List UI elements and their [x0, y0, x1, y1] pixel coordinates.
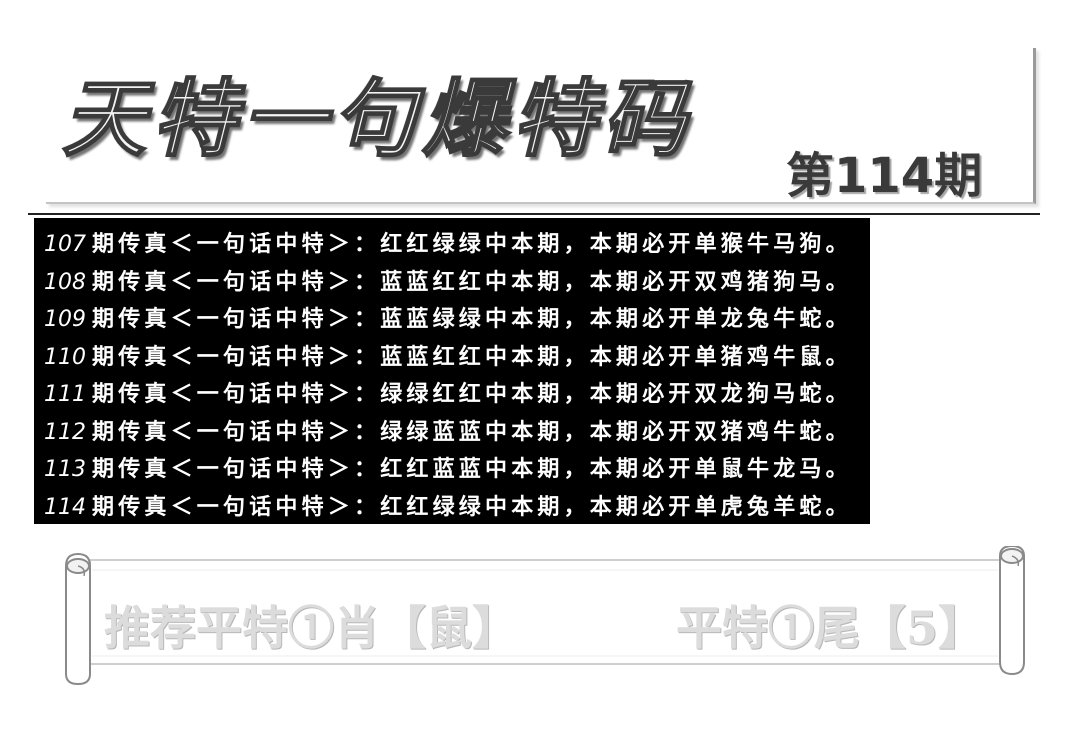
record-text: 期传真＜一句话中特＞：红红蓝蓝中本期，本期必开单鼠牛龙马。	[92, 457, 852, 482]
recommend-zodiac: 推荐平特①肖【鼠】	[104, 601, 518, 655]
issue-number: 第114期	[786, 148, 983, 204]
record-period: 112	[44, 419, 86, 445]
record-period: 107	[44, 232, 86, 257]
record-period: 114	[44, 494, 86, 520]
record-text: 期传真＜一句话中特＞：红红绿绿中本期，本期必开单虎兔羊蛇。	[92, 494, 852, 520]
record-text: 期传真＜一句话中特＞：绿绿红红中本期，本期必开双龙狗马蛇。	[92, 382, 852, 407]
record-period: 108	[44, 269, 86, 295]
scroll-graphic	[65, 546, 1025, 686]
divider	[28, 213, 1040, 215]
record-text: 期传真＜一句话中特＞：蓝蓝红红中本期，本期必开单猪鸡牛鼠。	[92, 344, 852, 370]
record-period: 113	[44, 457, 86, 482]
record-period: 111	[44, 382, 86, 407]
header-frame	[46, 48, 1036, 204]
record-text: 期传真＜一句话中特＞：红红绿绿中本期，本期必开单猴牛马狗。	[92, 232, 852, 257]
record-period: 109	[44, 307, 86, 332]
record-text: 期传真＜一句话中特＞：绿绿蓝蓝中本期，本期必开双猪鸡牛蛇。	[92, 419, 852, 445]
scroll-banner	[60, 546, 1032, 686]
record-text: 期传真＜一句话中特＞：蓝蓝红红中本期，本期必开双鸡猪狗马。	[92, 269, 852, 295]
record-period: 110	[44, 344, 86, 370]
recommend-tail: 平特①尾【5】	[676, 601, 985, 655]
page-title: 天特一句爆特码	[61, 68, 693, 169]
record-text: 期传真＜一句话中特＞：蓝蓝绿绿中本期，本期必开单龙兔牛蛇。	[92, 307, 852, 332]
